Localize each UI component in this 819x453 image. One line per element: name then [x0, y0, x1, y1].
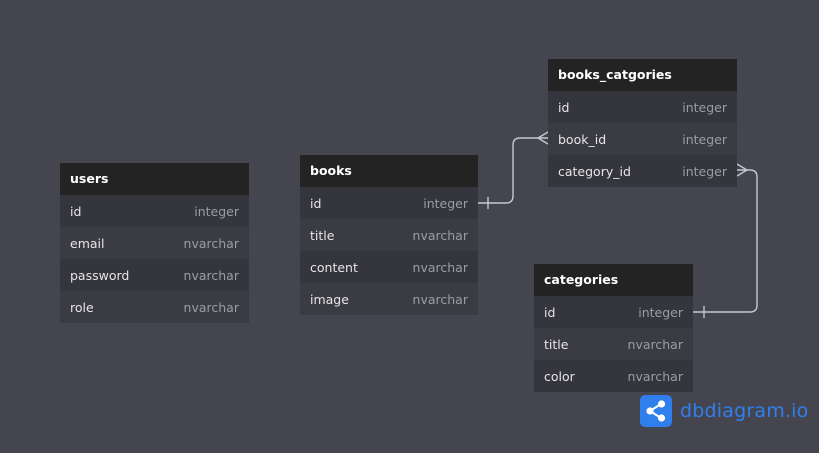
relation-books-book-id[interactable] — [478, 137, 548, 204]
table-row[interactable]: id integer — [548, 91, 737, 123]
table-row[interactable]: email nvarchar — [60, 227, 249, 259]
field-type: integer — [638, 304, 683, 320]
table-row[interactable]: category_id integer — [548, 155, 737, 187]
table-row[interactable]: role nvarchar — [60, 291, 249, 323]
table-row[interactable]: book_id integer — [548, 123, 737, 155]
table-header[interactable]: users — [60, 163, 249, 195]
logo-text: dbdiagram.io — [680, 400, 809, 422]
field-type: nvarchar — [183, 267, 239, 283]
field-name: content — [310, 259, 358, 275]
table-header[interactable]: books — [300, 155, 478, 187]
field-name: role — [70, 299, 94, 315]
field-name: id — [310, 195, 322, 211]
table-row[interactable]: password nvarchar — [60, 259, 249, 291]
many-marker — [536, 131, 549, 145]
field-name: book_id — [558, 131, 607, 147]
field-type: nvarchar — [412, 259, 468, 275]
table-users[interactable]: users id integer email nvarchar password… — [60, 163, 249, 323]
table-categories[interactable]: categories id integer title nvarchar col… — [534, 264, 693, 392]
table-books-catgories[interactable]: books_catgories id integer book_id integ… — [548, 59, 737, 187]
field-type: nvarchar — [412, 227, 468, 243]
field-name: title — [310, 227, 335, 243]
field-type: nvarchar — [627, 336, 683, 352]
field-type: integer — [194, 203, 239, 219]
table-row[interactable]: title nvarchar — [534, 328, 693, 360]
field-name: id — [70, 203, 82, 219]
table-books[interactable]: books id integer title nvarchar content … — [300, 155, 478, 315]
field-name: password — [70, 267, 130, 283]
field-name: color — [544, 368, 575, 384]
field-type: integer — [682, 99, 727, 115]
share-nodes-icon — [640, 395, 672, 427]
field-name: id — [544, 304, 556, 320]
table-row[interactable]: content nvarchar — [300, 251, 478, 283]
table-row[interactable]: id integer — [534, 296, 693, 328]
field-type: nvarchar — [183, 299, 239, 315]
table-row[interactable]: image nvarchar — [300, 283, 478, 315]
field-name: image — [310, 291, 349, 307]
relation-categories-category-id[interactable] — [693, 169, 758, 313]
field-type: integer — [682, 163, 727, 179]
table-header[interactable]: books_catgories — [548, 59, 737, 91]
field-type: nvarchar — [627, 368, 683, 384]
field-name: id — [558, 99, 570, 115]
field-type: nvarchar — [183, 235, 239, 251]
table-row[interactable]: id integer — [300, 187, 478, 219]
field-type: integer — [423, 195, 468, 211]
field-type: integer — [682, 131, 727, 147]
dbdiagram-logo[interactable]: dbdiagram.io — [640, 395, 808, 427]
field-type: nvarchar — [412, 291, 468, 307]
table-row[interactable]: title nvarchar — [300, 219, 478, 251]
field-name: title — [544, 336, 569, 352]
table-row[interactable]: id integer — [60, 195, 249, 227]
field-name: category_id — [558, 163, 631, 179]
table-header[interactable]: categories — [534, 264, 693, 296]
many-marker — [736, 163, 749, 177]
table-row[interactable]: color nvarchar — [534, 360, 693, 392]
field-name: email — [70, 235, 105, 251]
